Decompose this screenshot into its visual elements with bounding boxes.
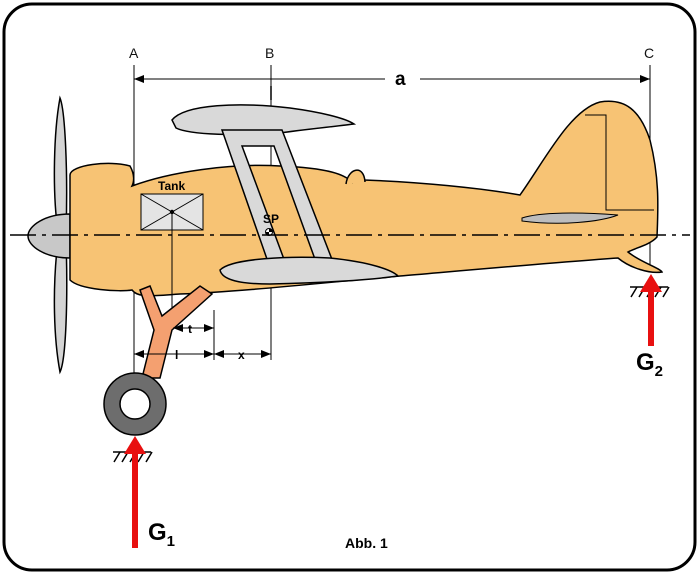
figure-caption: Abb. 1	[345, 535, 388, 551]
ref-label-b: B	[265, 45, 274, 61]
propeller	[27, 95, 71, 375]
fuel-tank	[140, 193, 204, 231]
propeller-spinner	[27, 213, 71, 259]
force-label-g1: G1	[148, 519, 175, 550]
ref-label-a: A	[129, 45, 139, 61]
wheel-hub	[119, 388, 151, 420]
force-label-g2: G2	[636, 349, 663, 380]
main-wheel	[103, 372, 167, 436]
propeller-blade-upper	[53, 95, 68, 233]
dimension-x-label: x	[238, 348, 245, 362]
force-arrow-g2	[640, 274, 662, 346]
tail-fin-outline	[585, 114, 654, 211]
propeller-blade-lower	[53, 239, 68, 375]
dimension-t-label: t	[188, 322, 192, 336]
cg-label: SP	[263, 212, 279, 226]
dimension-l-label: l	[175, 348, 178, 362]
cockpit-headrest	[345, 169, 366, 185]
horizontal-stabilizer	[521, 212, 619, 224]
dimension-a-label: a	[395, 69, 406, 90]
lower-wing	[219, 256, 400, 285]
tank-label: Tank	[158, 179, 185, 193]
force-arrow-g1	[124, 436, 146, 548]
ref-label-c: C	[644, 45, 654, 61]
fuselage	[69, 100, 664, 297]
